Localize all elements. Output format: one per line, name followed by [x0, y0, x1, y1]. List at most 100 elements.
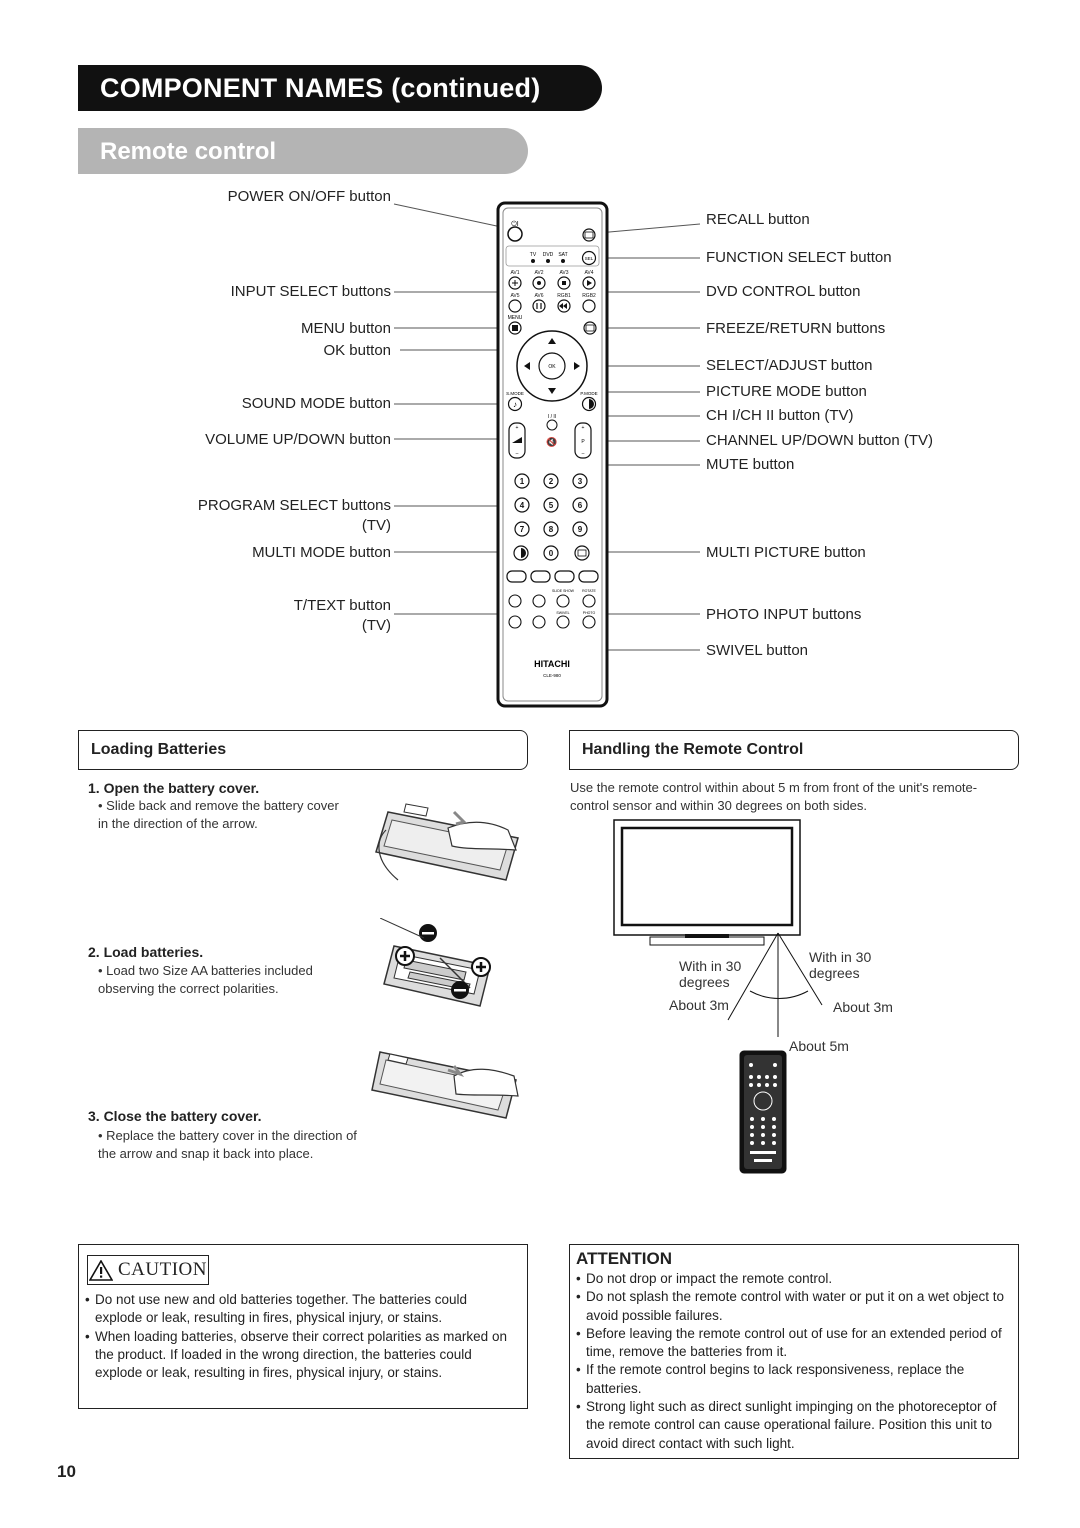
- av2-label: AV2: [534, 270, 543, 276]
- label-mute: MUTE button: [706, 456, 795, 473]
- caution-item: Do not use new and old batteries togethe…: [85, 1291, 515, 1328]
- left-distance-label: About 3m: [669, 997, 729, 1013]
- rgb2-label: RGB2: [582, 293, 596, 299]
- smode-label: S.MODE: [506, 391, 524, 396]
- remote-control-diagram: ⏻I TV DVD SAT SEL AV1 AV2 AV3 AV4 AV5 AV…: [393, 201, 701, 708]
- warning-icon: [89, 1259, 113, 1281]
- label-dvd-control: DVD CONTROL button: [706, 283, 861, 300]
- label-select-adjust: SELECT/ADJUST button: [706, 357, 873, 374]
- page-title: COMPONENT NAMES (continued): [78, 65, 602, 111]
- attention-item: Before leaving the remote control out of…: [576, 1325, 1011, 1362]
- digit-1: 1: [520, 477, 525, 486]
- label-sound-mode: SOUND MODE button: [241, 395, 391, 412]
- attention-item: Do not drop or impact the remote control…: [576, 1270, 1011, 1289]
- label-recall: RECALL button: [706, 211, 810, 228]
- func-sat-label: SAT: [558, 252, 567, 258]
- loading-batteries-heading: Loading Batteries: [78, 730, 528, 770]
- digit-7: 7: [520, 525, 525, 534]
- svg-text:+: +: [516, 425, 519, 431]
- label-multi-mode: MULTI MODE button: [252, 544, 391, 561]
- step2-title: 2. Load batteries.: [88, 944, 204, 960]
- av1-label: AV1: [510, 270, 519, 276]
- remote-range-diagram: [613, 819, 823, 1174]
- svg-text:+: +: [582, 425, 585, 431]
- attention-item: If the remote control begins to lack res…: [576, 1361, 1011, 1398]
- label-ttext-tv: (TV): [361, 617, 391, 634]
- step3-desc: • Replace the battery cover in the direc…: [98, 1128, 357, 1161]
- digit-3: 3: [578, 477, 583, 486]
- attention-item: Do not splash the remote control with wa…: [576, 1288, 1011, 1325]
- pmode-label: P.MODE: [580, 391, 597, 396]
- menu-label: MENU: [508, 315, 523, 321]
- step1-desc: • Slide back and remove the battery cove…: [98, 798, 339, 831]
- ok-label: OK: [548, 364, 556, 370]
- label-ok-button: OK button: [323, 342, 391, 359]
- ch12-label: I / II: [548, 414, 556, 420]
- av6-label: AV6: [534, 293, 543, 299]
- sel-label: SEL: [585, 256, 594, 261]
- close-cover-illustration: [371, 1051, 519, 1119]
- load-batteries-illustration: [380, 918, 491, 1007]
- rgb1-label: RGB1: [557, 293, 571, 299]
- svg-text:–: –: [582, 451, 585, 457]
- digit-9: 9: [578, 525, 583, 534]
- svg-text:–: –: [516, 451, 519, 457]
- label-ttext: T/TEXT button: [293, 597, 391, 614]
- caution-badge: CAUTION: [87, 1255, 209, 1285]
- caution-item: When loading batteries, observe their co…: [85, 1328, 515, 1383]
- svg-text:⏻I: ⏻I: [511, 220, 519, 228]
- label-function-select: FUNCTION SELECT button: [706, 249, 892, 266]
- svg-text:🔇: 🔇: [546, 436, 557, 447]
- center-distance-label: About 5m: [789, 1038, 849, 1054]
- label-freeze-return: FREEZE/RETURN buttons: [706, 320, 886, 337]
- handling-text: Use the remote control within about 5 m …: [570, 780, 978, 813]
- label-swivel: SWIVEL button: [706, 642, 808, 659]
- label-channel-updown: CHANNEL UP/DOWN button (TV): [706, 432, 933, 449]
- slideshow-label: SLIDE SHOW: [552, 589, 575, 593]
- open-cover-illustration: [375, 803, 519, 881]
- label-multi-picture: MULTI PICTURE button: [706, 544, 866, 561]
- caution-box: CAUTION Do not use new and old batteries…: [78, 1244, 528, 1409]
- caution-list: Do not use new and old batteries togethe…: [85, 1291, 515, 1382]
- digit-0: 0: [549, 549, 554, 558]
- step3-title: 3. Close the battery cover.: [88, 1108, 262, 1124]
- attention-heading: ATTENTION: [576, 1249, 673, 1268]
- func-dvd-label: DVD: [543, 252, 554, 258]
- step2-desc: • Load two Size AA batteries included ob…: [98, 963, 313, 996]
- label-menu-button: MENU button: [300, 320, 391, 337]
- digit-2: 2: [549, 477, 554, 486]
- digit-8: 8: [549, 525, 554, 534]
- label-volume: VOLUME UP/DOWN button: [205, 431, 391, 448]
- label-ch-i-ii: CH I/CH II button (TV): [706, 407, 854, 424]
- section-title: Remote control: [78, 128, 528, 174]
- av4-label: AV4: [584, 270, 593, 276]
- svg-text:♪: ♪: [513, 400, 517, 409]
- av5-label: AV5: [510, 293, 519, 299]
- step1-title: 1. Open the battery cover.: [88, 780, 260, 796]
- swivel-small-label: SWIVEL: [556, 611, 569, 615]
- photo-small-label: PHOTO: [583, 611, 596, 615]
- func-tv-label: TV: [530, 252, 537, 258]
- label-power-button: POWER ON/OFF button: [227, 188, 391, 205]
- label-program-select: PROGRAM SELECT buttons: [197, 497, 391, 514]
- attention-list: Do not drop or impact the remote control…: [576, 1270, 1011, 1453]
- label-picture-mode: PICTURE MODE button: [706, 383, 867, 400]
- digit-5: 5: [549, 501, 554, 510]
- digit-6: 6: [578, 501, 583, 510]
- right-angle-label: With in 30 degrees: [809, 949, 872, 981]
- handling-heading: Handling the Remote Control: [569, 730, 1019, 770]
- attention-box: ATTENTION Do not drop or impact the remo…: [569, 1244, 1019, 1459]
- caution-label: CAUTION: [118, 1259, 207, 1280]
- digit-4: 4: [520, 501, 525, 510]
- label-photo-input: PHOTO INPUT buttons: [706, 606, 862, 623]
- label-program-select-tv: (TV): [361, 517, 391, 534]
- remote-model: CLE-980: [543, 673, 561, 678]
- page-number: 10: [57, 1462, 76, 1481]
- av3-label: AV3: [559, 270, 568, 276]
- rotate-label: ROTATE: [582, 589, 596, 593]
- left-angle-label: With in 30 degrees: [679, 958, 742, 990]
- remote-brand: HITACHI: [534, 659, 570, 669]
- attention-item: Strong light such as direct sunlight imp…: [576, 1398, 1011, 1453]
- p-label: P: [581, 439, 585, 445]
- right-distance-label: About 3m: [833, 999, 893, 1015]
